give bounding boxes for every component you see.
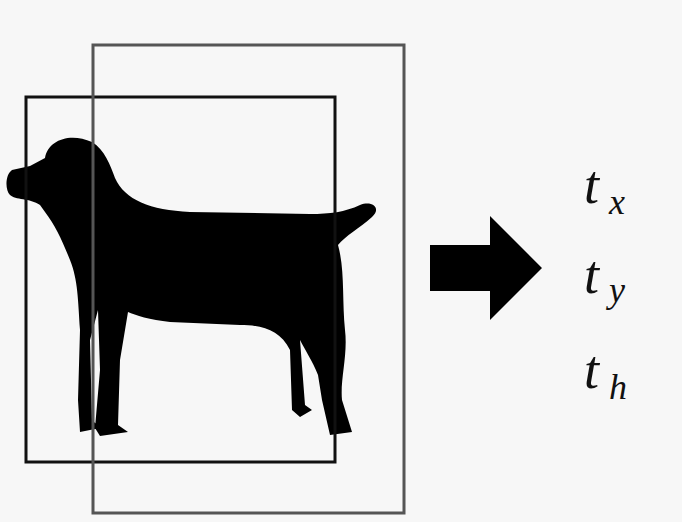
bounding-box-grey (93, 45, 404, 513)
variable-letter: t (584, 343, 599, 397)
variable-letter: t (584, 248, 599, 302)
variable-subscript: x (609, 184, 625, 220)
bounding-box-black (26, 97, 335, 462)
dog-silhouette (6, 138, 376, 436)
variable-subscript: y (609, 272, 625, 308)
variable-subscript: h (609, 369, 627, 405)
block-arrow (430, 216, 542, 320)
variable-letter: t (584, 158, 599, 212)
